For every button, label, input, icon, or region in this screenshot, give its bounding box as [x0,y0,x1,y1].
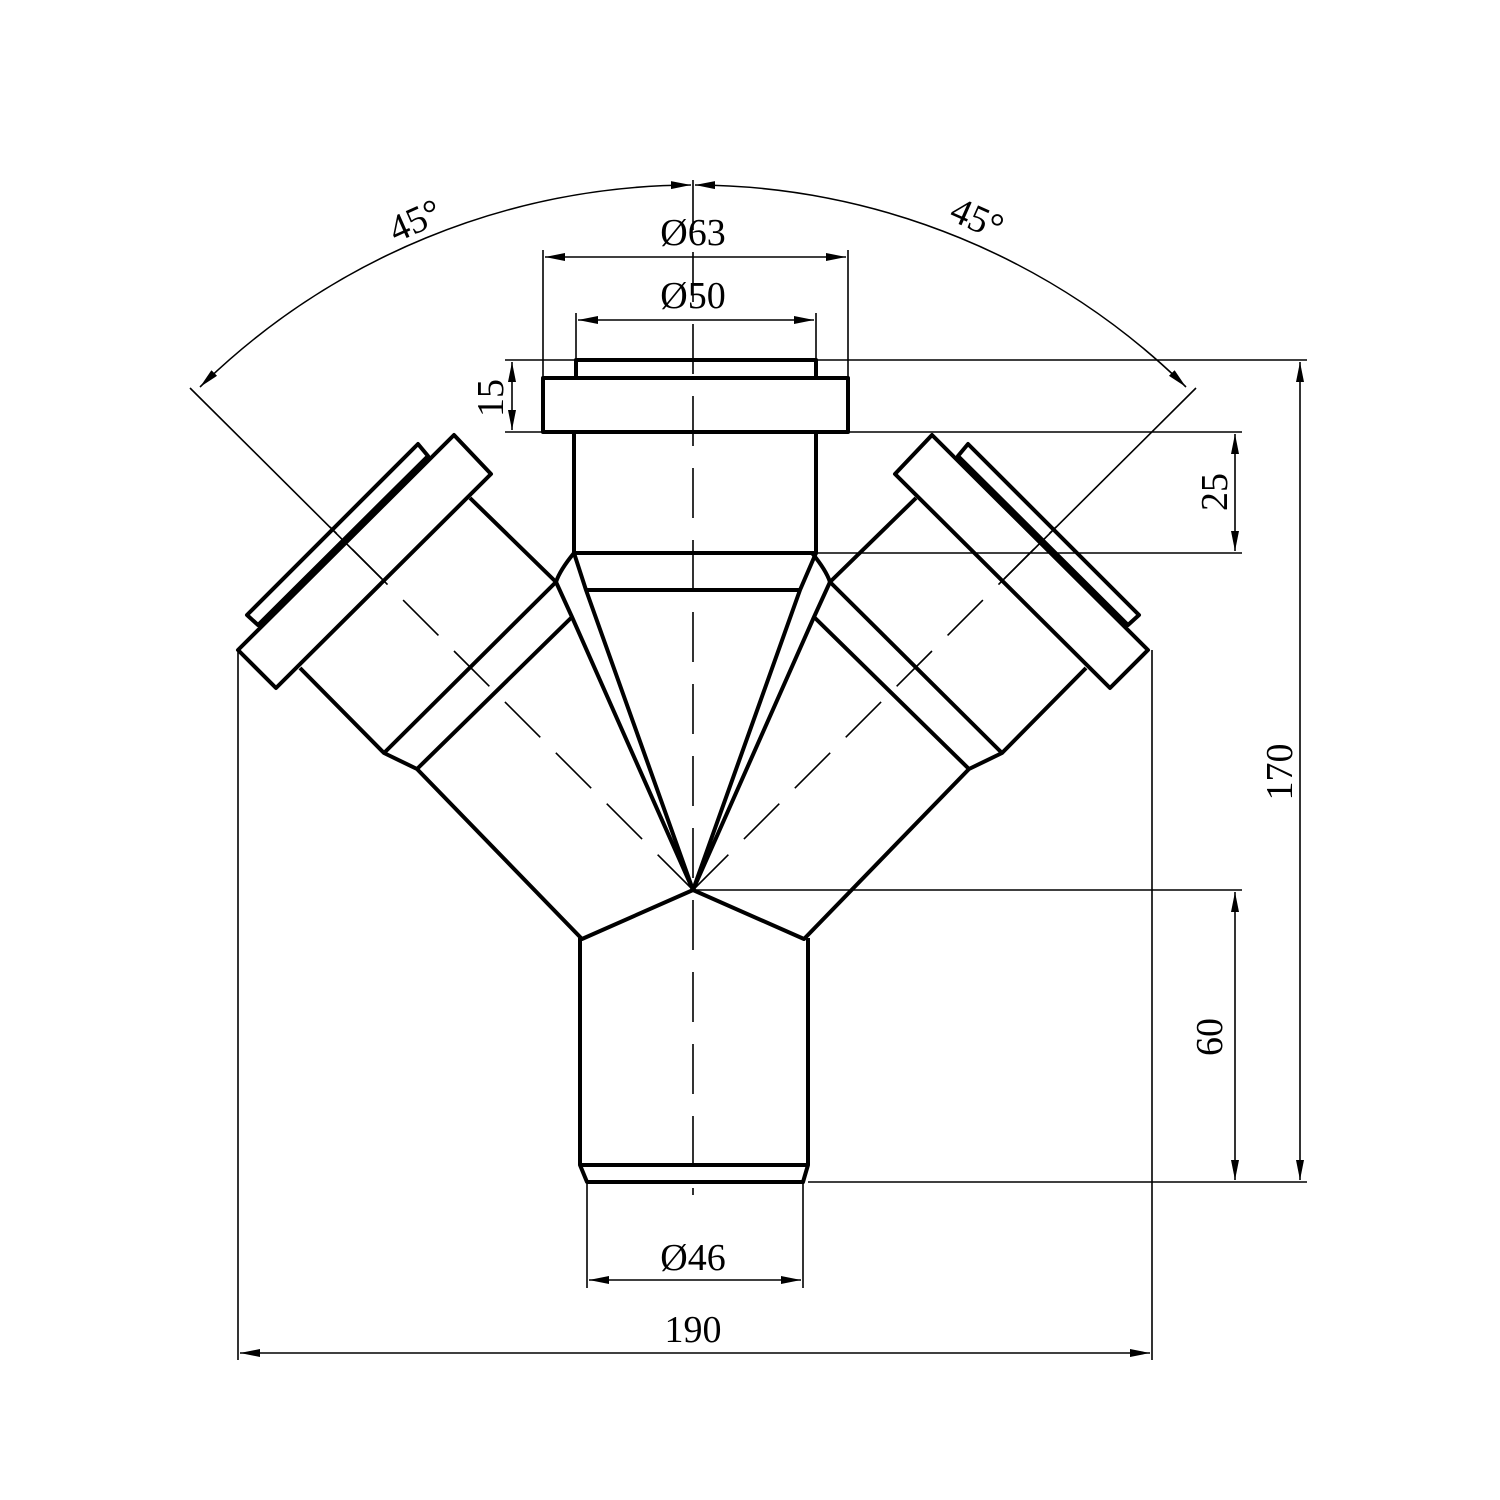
top-socket [541,358,850,891]
dimension-labels: Ø63 Ø50 15 25 170 60 Ø46 190 45° 45° [382,189,1301,1351]
right-branch [691,433,1150,941]
left-lip [245,442,430,627]
bottom-body [578,938,810,1184]
label-d46: Ø46 [660,1237,725,1279]
top-lip [574,358,818,380]
label-190: 190 [665,1309,722,1351]
right-joint-line [828,580,1004,755]
left-body-inner-wall [468,496,695,891]
top-taper-left-inner [572,552,695,891]
top-body [572,432,818,555]
left-collar [236,433,493,690]
left-branch-centerline [329,526,694,891]
left-branch [236,433,695,941]
angle-arc-left [199,181,692,388]
left-inner-line [415,615,574,771]
right-branch-centerline [692,526,1057,891]
left-intersection-curve [554,551,576,583]
right-lip [956,442,1141,627]
label-25: 25 [1194,473,1236,511]
bottom-spigot [578,938,810,1184]
top-collar [541,376,850,434]
centerlines [329,180,1057,1195]
right-body-outer-wall [692,666,1088,941]
angle-arc-right [694,181,1187,388]
dimension-lines [199,181,1304,1357]
label-angle-left: 45° [382,191,448,251]
top-taper-right-inner [691,552,818,891]
label-60: 60 [1189,1018,1231,1056]
left-joint-line [382,580,558,755]
label-15: 15 [470,379,512,417]
label-170: 170 [1259,744,1301,801]
right-inner-line [812,615,971,771]
right-collar [893,433,1150,690]
extension-lines [189,250,1307,1360]
label-angle-right: 45° [944,189,1010,249]
left-body-outer-wall [298,666,694,941]
right-intersection-curve [810,551,832,583]
right-body-inner-wall [691,496,918,891]
label-d50: Ø50 [660,275,725,317]
label-d63: Ø63 [660,212,725,254]
